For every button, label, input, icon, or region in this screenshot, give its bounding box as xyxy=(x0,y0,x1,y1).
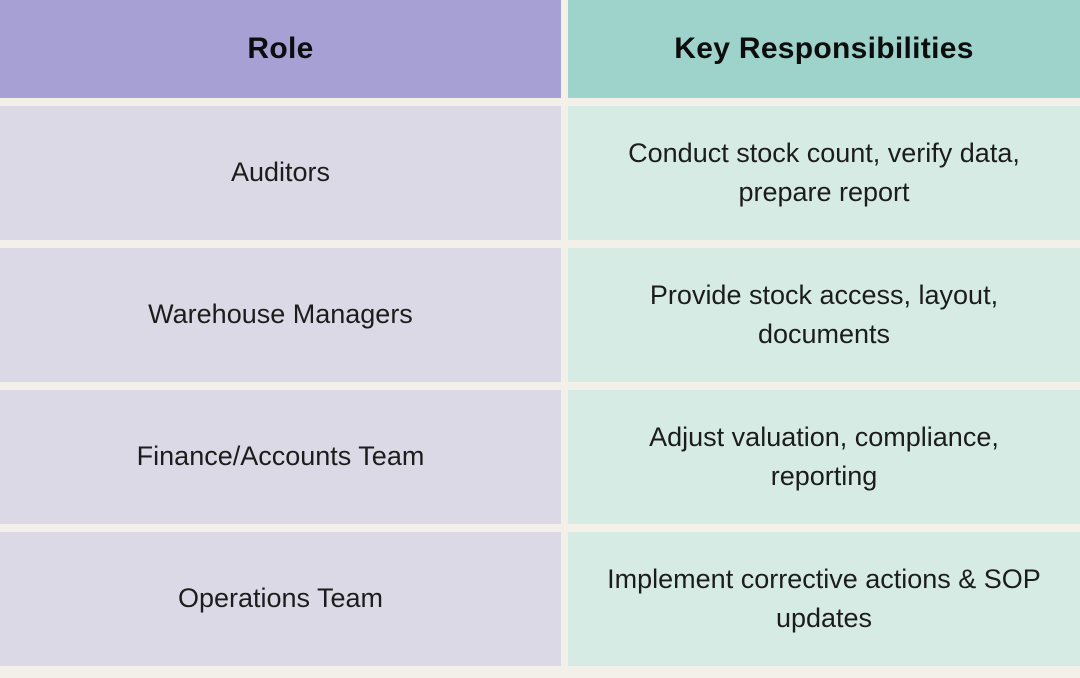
role-cell-warehouse-managers: Warehouse Managers xyxy=(0,248,561,382)
role-cell-auditors: Auditors xyxy=(0,106,561,240)
role-cell-operations-team: Operations Team xyxy=(0,532,561,666)
responsibilities-cell-warehouse-managers: Provide stock access, layout, documents xyxy=(568,248,1080,382)
responsibilities-cell-operations-team: Implement corrective actions & SOP updat… xyxy=(568,532,1080,666)
header-cell-role: Role xyxy=(0,0,561,98)
responsibilities-cell-auditors: Conduct stock count, verify data, prepar… xyxy=(568,106,1080,240)
header-cell-key-responsibilities: Key Responsibilities xyxy=(568,0,1080,98)
responsibilities-cell-finance-accounts-team: Adjust valuation, compliance, reporting xyxy=(568,390,1080,524)
role-cell-finance-accounts-team: Finance/Accounts Team xyxy=(0,390,561,524)
